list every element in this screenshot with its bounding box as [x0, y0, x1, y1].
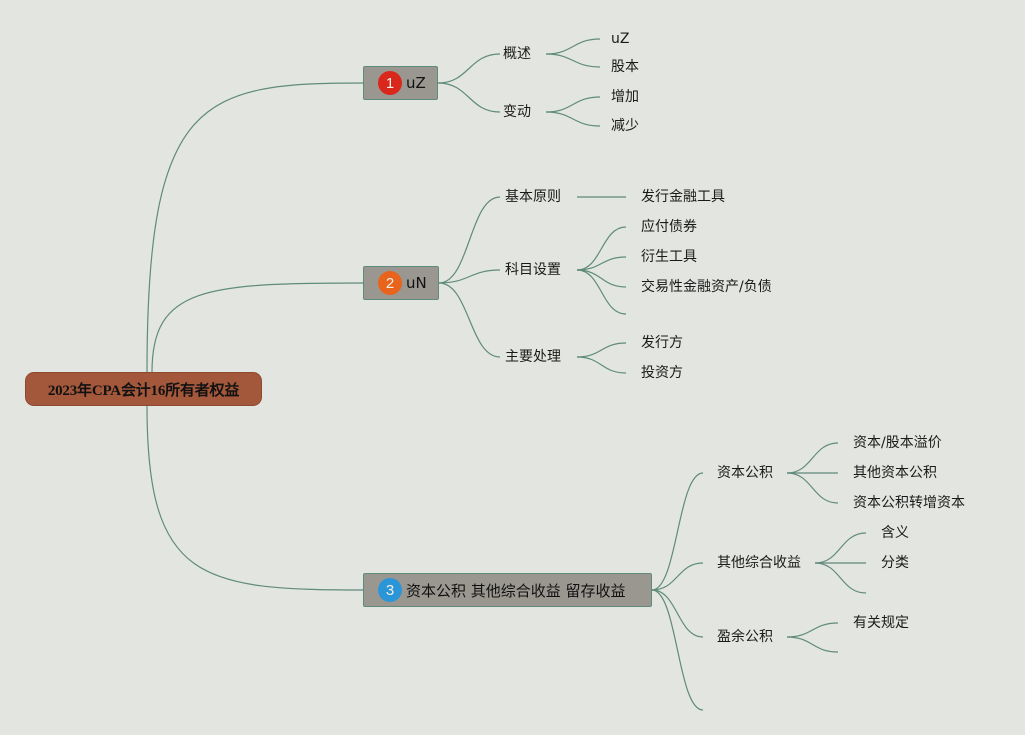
- connector-line-19: [576, 356, 627, 374]
- connector-line-27: [814, 532, 867, 564]
- leaf-classification[interactable]: 分类: [881, 555, 909, 571]
- topic-3-label: 资本公积 其他综合收益 留存收益: [406, 581, 626, 600]
- connector-line-5: [437, 82, 501, 113]
- connector-line-10: [438, 196, 501, 284]
- connector-line-17: [576, 269, 627, 315]
- connector-line-21: [651, 562, 704, 591]
- leaf-share-capital[interactable]: 股本: [611, 59, 639, 75]
- subtopic-surplus-reserve[interactable]: 盈余公积: [717, 629, 773, 645]
- connector-line-3: [146, 405, 364, 591]
- subtopic-other-comprehensive-income[interactable]: 其他综合收益: [717, 555, 801, 571]
- connector-line-11: [438, 269, 501, 284]
- connector-line-26: [786, 472, 839, 504]
- connector-line-29: [814, 562, 867, 594]
- connector-line-12: [438, 282, 501, 358]
- connector-line-1: [146, 82, 364, 373]
- leaf-capital-reserve-conversion[interactable]: 资本公积转增资本: [853, 495, 965, 511]
- connector-line-30: [786, 622, 839, 638]
- leaf-other-capital-reserve[interactable]: 其他资本公积: [853, 465, 937, 481]
- root-node[interactable]: 2023年CPA会计16所有者权益: [25, 372, 262, 406]
- connector-line-6: [545, 38, 601, 55]
- leaf-meaning[interactable]: 含义: [881, 525, 909, 541]
- topic-2-node[interactable]: 2 uN: [363, 266, 439, 300]
- connector-line-8: [545, 96, 601, 113]
- leaf-bonds-payable[interactable]: 应付债券: [641, 219, 697, 235]
- connector-line-14: [576, 226, 627, 271]
- leaf-increase[interactable]: 增加: [611, 89, 639, 105]
- connector-line-7: [545, 53, 601, 68]
- leaf-trading-financial-assets[interactable]: 交易性金融资产/负债: [641, 279, 772, 295]
- subtopic-basic-principles[interactable]: 基本原则: [505, 189, 561, 205]
- number-1-badge-icon: 1: [378, 71, 402, 95]
- connector-line-9: [545, 111, 601, 127]
- connector-line-23: [651, 589, 704, 711]
- topic-2-label: uN: [406, 274, 427, 292]
- connector-line-31: [786, 636, 839, 653]
- connector-line-16: [576, 269, 627, 288]
- connector-line-22: [651, 589, 704, 638]
- leaf-uz[interactable]: uZ: [611, 31, 630, 47]
- leaf-derivatives[interactable]: 衍生工具: [641, 249, 697, 265]
- subtopic-changes[interactable]: 变动: [503, 104, 531, 120]
- topic-3-node[interactable]: 3 资本公积 其他综合收益 留存收益: [363, 573, 652, 607]
- number-2-badge-icon: 2: [378, 271, 402, 295]
- leaf-relevant-rules[interactable]: 有关规定: [853, 615, 909, 631]
- number-3-badge-icon: 3: [378, 578, 402, 602]
- leaf-issuer[interactable]: 发行方: [641, 335, 683, 351]
- connector-line-15: [576, 256, 627, 271]
- subtopic-overview[interactable]: 概述: [503, 46, 531, 62]
- leaf-issue-financial-instruments[interactable]: 发行金融工具: [641, 189, 725, 205]
- root-label: 2023年CPA会计16所有者权益: [47, 382, 240, 399]
- subtopic-main-treatment[interactable]: 主要处理: [505, 349, 561, 365]
- subtopic-capital-reserve[interactable]: 资本公积: [717, 465, 773, 481]
- leaf-decrease[interactable]: 减少: [611, 118, 639, 134]
- connector-line-24: [786, 442, 839, 474]
- connector-line-18: [576, 342, 627, 358]
- connector-line-4: [437, 53, 501, 84]
- topic-1-label: uZ: [406, 74, 426, 92]
- leaf-investor[interactable]: 投资方: [641, 365, 683, 381]
- connector-line-20: [651, 472, 704, 591]
- topic-1-node[interactable]: 1 uZ: [363, 66, 438, 100]
- subtopic-account-setup[interactable]: 科目设置: [505, 262, 561, 278]
- leaf-capital-premium[interactable]: 资本/股本溢价: [853, 435, 942, 451]
- connector-line-2: [151, 282, 364, 373]
